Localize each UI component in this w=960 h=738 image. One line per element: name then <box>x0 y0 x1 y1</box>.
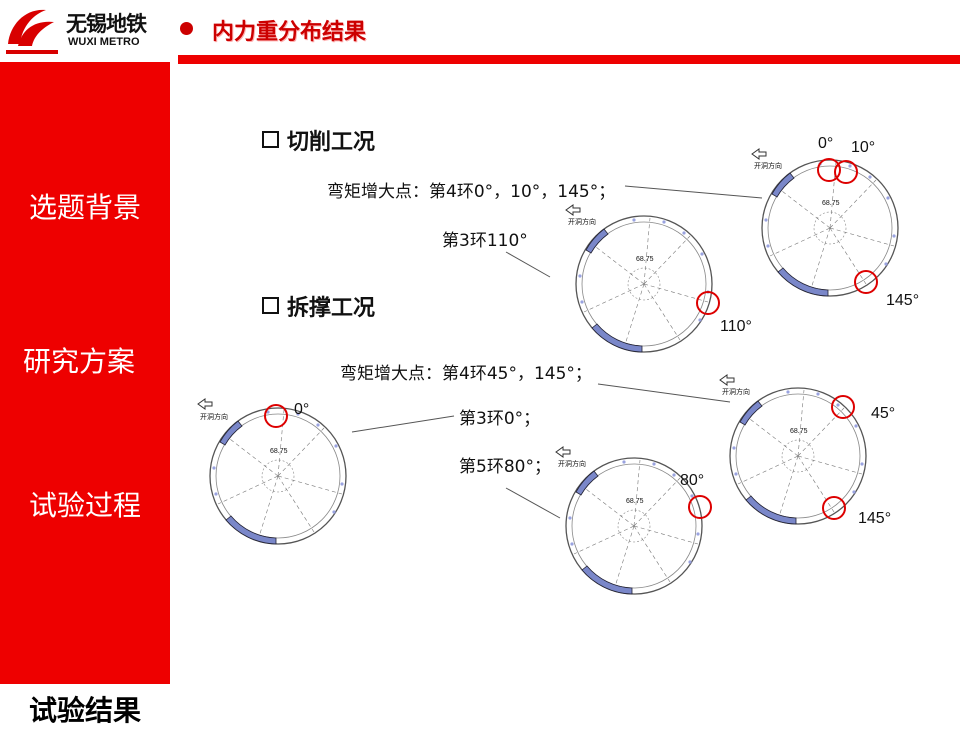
cutting-heading: 切削工况 <box>262 124 375 156</box>
sidebar-item-plan[interactable]: 研究方案 <box>22 345 135 378</box>
direction-label: 开洞方向 <box>200 414 228 421</box>
metro-logo-icon <box>6 9 58 54</box>
removal-deg-80: 80° <box>680 472 705 489</box>
sidebar-item-background[interactable]: 选题背景 <box>28 191 141 224</box>
brand-name-cn: 无锡地铁 <box>66 12 147 36</box>
removal-deg-0: 0° <box>294 401 310 418</box>
direction-label: 开洞方向 <box>568 219 596 226</box>
wuxi-metro-logo: 无锡地铁 WUXI METRO <box>0 0 172 62</box>
sidebar-item-process[interactable]: 试验过程 <box>28 489 141 522</box>
direction-label: 开洞方向 <box>754 163 782 170</box>
center-label: 68.75 <box>822 200 840 207</box>
cutting-deg-110: 110° <box>720 318 752 335</box>
page-title: 内力重分布结果 <box>212 19 367 45</box>
sidebar: 选题背景 研究方案 试验过程 试验结果 <box>0 62 170 738</box>
title-bullet-icon <box>180 22 193 35</box>
center-label: 68.75 <box>790 428 808 435</box>
ring-diagrams <box>197 148 899 595</box>
header-rule <box>178 55 960 64</box>
cutting-deg-0: 0° <box>818 135 834 152</box>
removal-note: 弯矩增大点：第4环45°，145°； <box>340 364 592 384</box>
cutting-title: 切削工况 <box>287 130 376 155</box>
removal-deg-45: 45° <box>871 405 896 422</box>
checkbox-square-icon <box>262 131 279 148</box>
direction-label: 开洞方向 <box>558 461 586 468</box>
center-label: 68.75 <box>626 498 644 505</box>
center-label: 68.75 <box>270 448 288 455</box>
removal-deg-145: 145° <box>858 510 892 527</box>
checkbox-square-icon <box>262 297 279 314</box>
brand-name-en: WUXI METRO <box>68 36 140 48</box>
removal-ring5-label: 第5环80°； <box>459 457 551 477</box>
direction-label: 开洞方向 <box>722 389 750 396</box>
removal-title: 拆撑工况 <box>287 296 376 321</box>
removal-ring3-label: 第3环0°； <box>459 409 541 429</box>
cutting-deg-10: 10° <box>851 139 876 156</box>
removal-heading: 拆撑工况 <box>262 290 375 322</box>
center-label: 68.75 <box>636 256 654 263</box>
cutting-ring3-label: 第3环110° <box>442 231 528 251</box>
cutting-deg-145: 145° <box>886 292 920 309</box>
cutting-note: 弯矩增大点：第4环0°，10°，145°； <box>327 182 616 202</box>
